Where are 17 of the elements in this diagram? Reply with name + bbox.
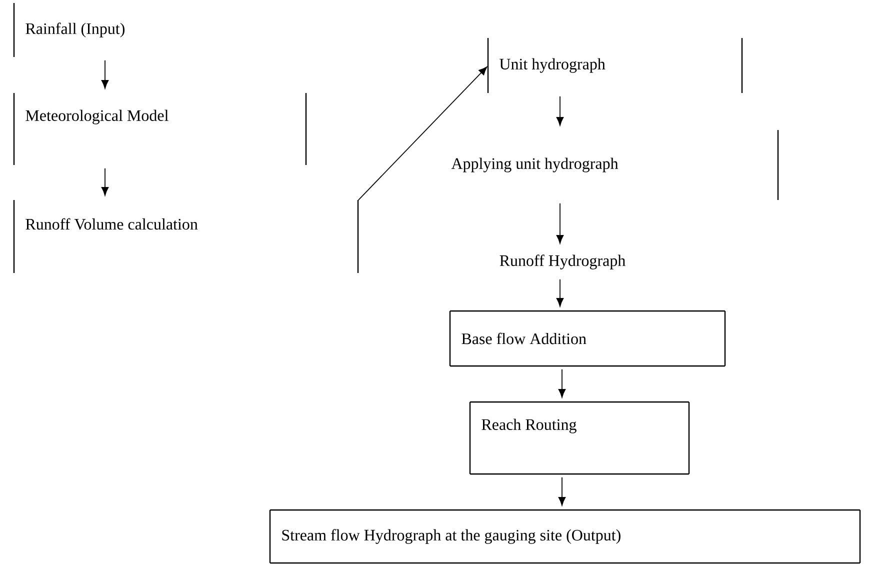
process-box: Unit hydrograph xyxy=(487,38,743,93)
process-box: Runoff Volume calculation xyxy=(13,200,359,273)
arrow xyxy=(101,168,109,196)
arrow xyxy=(556,202,564,244)
arrow xyxy=(556,278,564,307)
process-box: Rainfall (Input) xyxy=(13,3,124,57)
process-box: Meteorological Model xyxy=(13,93,307,165)
process-box: Reach Routing xyxy=(469,401,690,475)
arrow xyxy=(358,66,488,200)
process-box: Stream flow Hydrograph at the gauging site (Output) xyxy=(269,509,861,564)
process-box: Base flow Addition xyxy=(449,310,726,367)
arrow xyxy=(101,60,109,89)
output-label: Runoff Hydrograph xyxy=(500,254,626,270)
arrow xyxy=(556,96,564,126)
process-box: Applying unit hydrograph xyxy=(451,130,779,200)
arrow xyxy=(558,368,566,398)
arrow xyxy=(558,476,566,506)
